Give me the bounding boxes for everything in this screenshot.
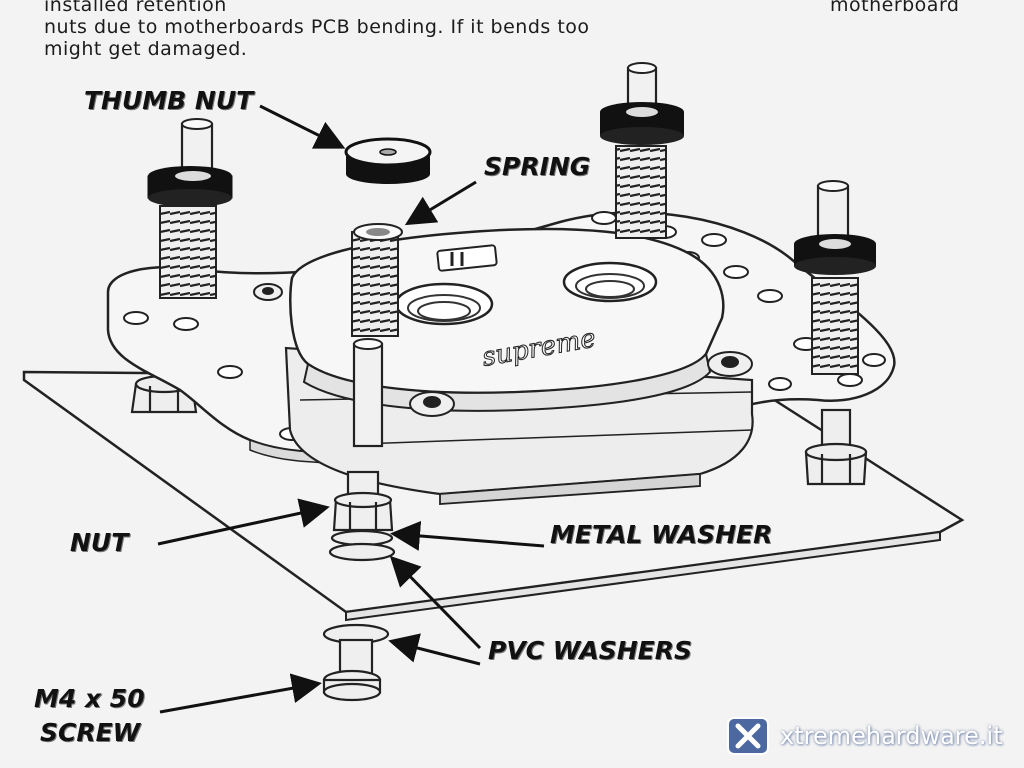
intro-line-1: installed retention (44, 0, 227, 16)
watermark: xtremehardware.it (726, 712, 1016, 758)
label-spring: SPRING (484, 152, 591, 181)
label-nut: NUT (70, 528, 129, 557)
intro-line-2: nuts due to motherboards PCB bending. If… (44, 16, 590, 38)
loose-thumb-nut (344, 137, 432, 184)
intro-line-2-tail: motherboard (830, 0, 960, 16)
block-logo-mark (436, 244, 498, 272)
arrow-screw (159, 673, 322, 714)
stud-right-front-assembly (794, 180, 876, 375)
port-outlet (562, 261, 658, 303)
label-screw-size: M4 x 50 (34, 684, 145, 713)
stud-center-assembly (351, 223, 403, 448)
label-pvc-washers: PVC WASHERS (488, 636, 693, 665)
standoff-nut-right (804, 408, 868, 486)
label-thumb-nut: THUMB NUT (84, 86, 254, 115)
label-screw: SCREW (40, 718, 141, 747)
screw-stack-upper (328, 470, 396, 562)
arrow-pvc-washers-upper (389, 555, 482, 650)
watermark-text: xtremehardware.it (780, 722, 1003, 750)
arrow-spring (404, 180, 477, 226)
arrow-metal-washer (390, 520, 545, 551)
leader-arrows (157, 104, 545, 714)
arrow-pvc-washers-lower (388, 633, 481, 666)
port-inlet (394, 282, 494, 326)
screw-stack-lower (322, 623, 390, 702)
arrow-thumb-nut (259, 104, 346, 149)
x-logo-icon (727, 717, 769, 755)
intro-line-3: might get damaged. (44, 38, 248, 60)
label-metal-washer: METAL WASHER (550, 520, 773, 549)
block-screw-left (253, 283, 283, 301)
arrow-nut (157, 498, 330, 546)
stud-right-back-assembly (600, 62, 684, 239)
block-screw-front-right (707, 351, 753, 377)
stud-left-assembly (147, 118, 233, 299)
block-screw-front-left (409, 391, 455, 417)
